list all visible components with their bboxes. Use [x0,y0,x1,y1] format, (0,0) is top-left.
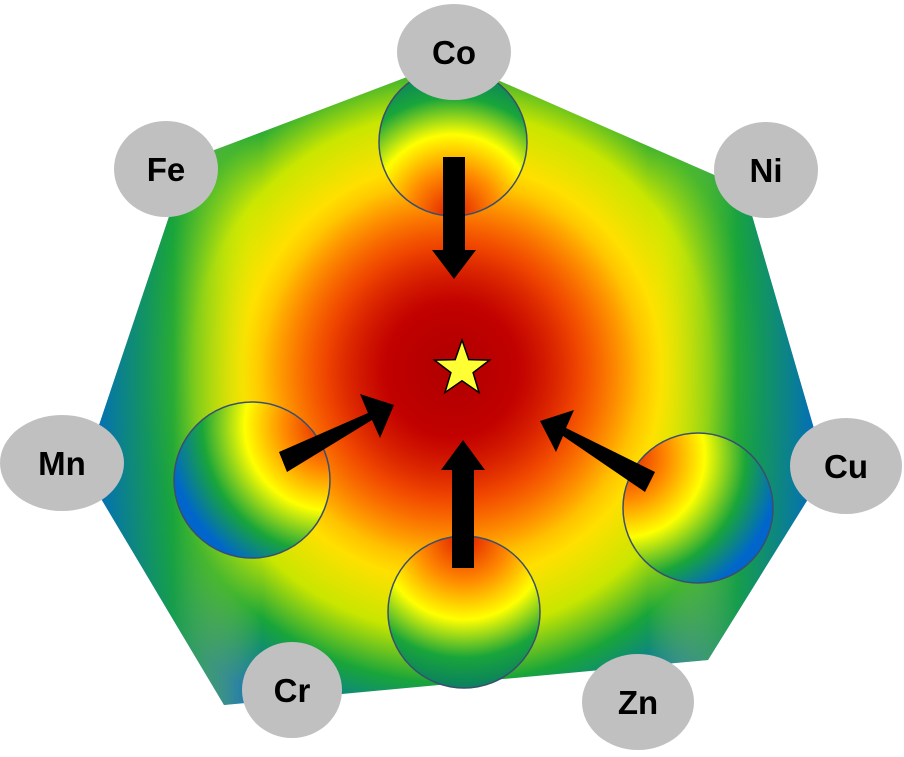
element-symbol-co: Co [432,34,476,71]
arrow-icon-bottom [441,440,485,568]
element-symbol-zn: Zn [618,684,658,721]
element-symbol-fe: Fe [147,151,186,188]
inner-circle-left [173,401,331,559]
element-symbol-ni: Ni [750,152,783,189]
element-label-cr: Cr [242,642,342,738]
element-label-co: Co [397,4,511,100]
element-symbol-cr: Cr [274,672,311,709]
star-icon [432,337,492,395]
arrow-icon-right [540,410,655,492]
element-label-fe: Fe [114,121,218,217]
arrow-icon-left [279,394,394,472]
element-label-zn: Zn [582,654,694,750]
inner-circle-right [622,432,774,584]
element-label-ni: Ni [714,122,818,218]
element-symbol-mn: Mn [38,445,86,482]
element-label-mn: Mn [0,415,124,511]
element-label-cu: Cu [790,418,902,514]
element-symbol-cu: Cu [824,448,868,485]
arrow-icon-top [432,157,476,279]
